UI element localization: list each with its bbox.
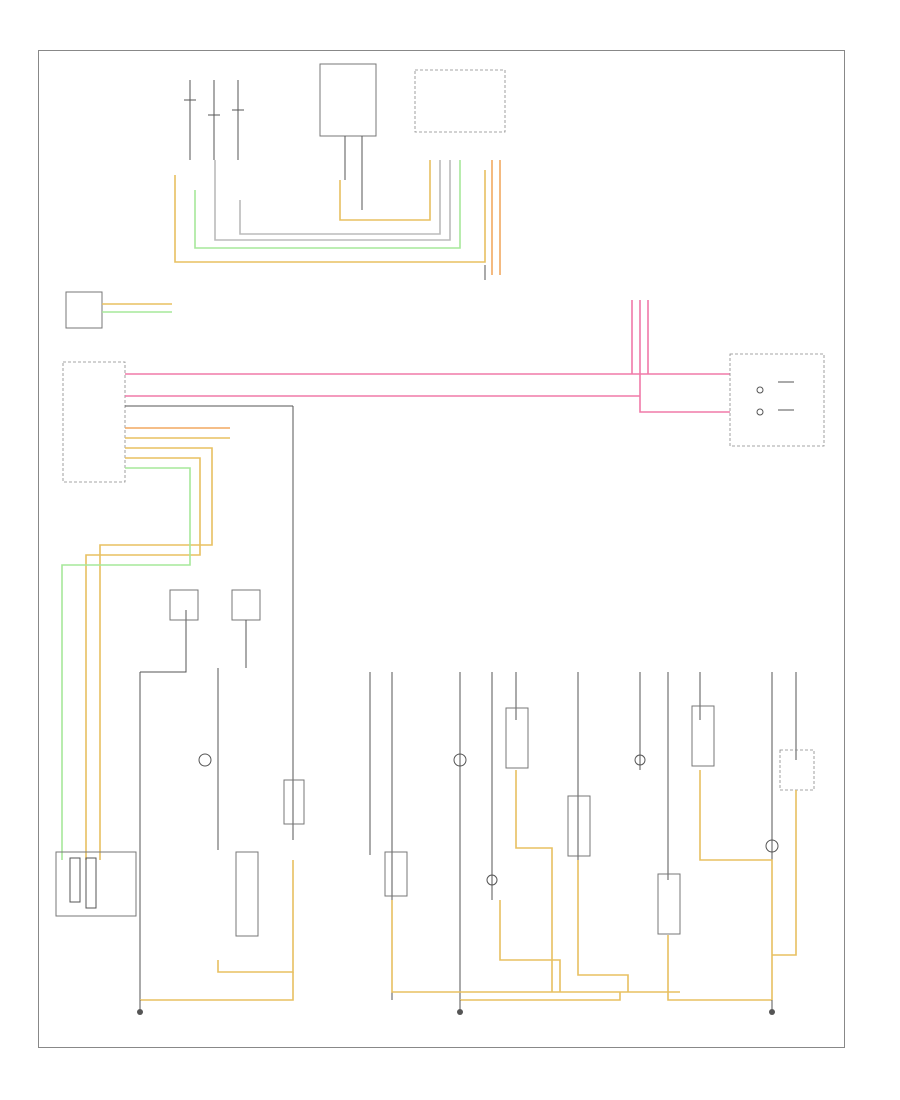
lower-left-assembly [55,589,305,1001]
passenger-door-switch [631,300,825,447]
top-section [174,63,506,280]
wire-yellow-top [174,170,486,263]
interior-lamp [779,749,815,791]
instrument-cluster [65,291,172,329]
ground-center [457,1000,463,1015]
wire-grey-top-2 [239,160,441,235]
left-front-door-lock-switch [184,80,244,160]
ground-right [769,1000,775,1015]
lower-center-assembly [369,672,815,1001]
ground-left [137,1000,143,1015]
luggage-compartment-lamp [235,851,259,937]
central-control-module [61,361,730,860]
glovebox-lamp [384,851,408,897]
wire-green-top [194,160,461,249]
left-rear-window-module-box [414,69,506,133]
wire-grey-top-1 [214,160,451,241]
wire-yellow-top-2 [339,160,431,221]
left-rear-door-lock-switch-box [319,63,377,137]
diagram-frame [38,50,845,1048]
